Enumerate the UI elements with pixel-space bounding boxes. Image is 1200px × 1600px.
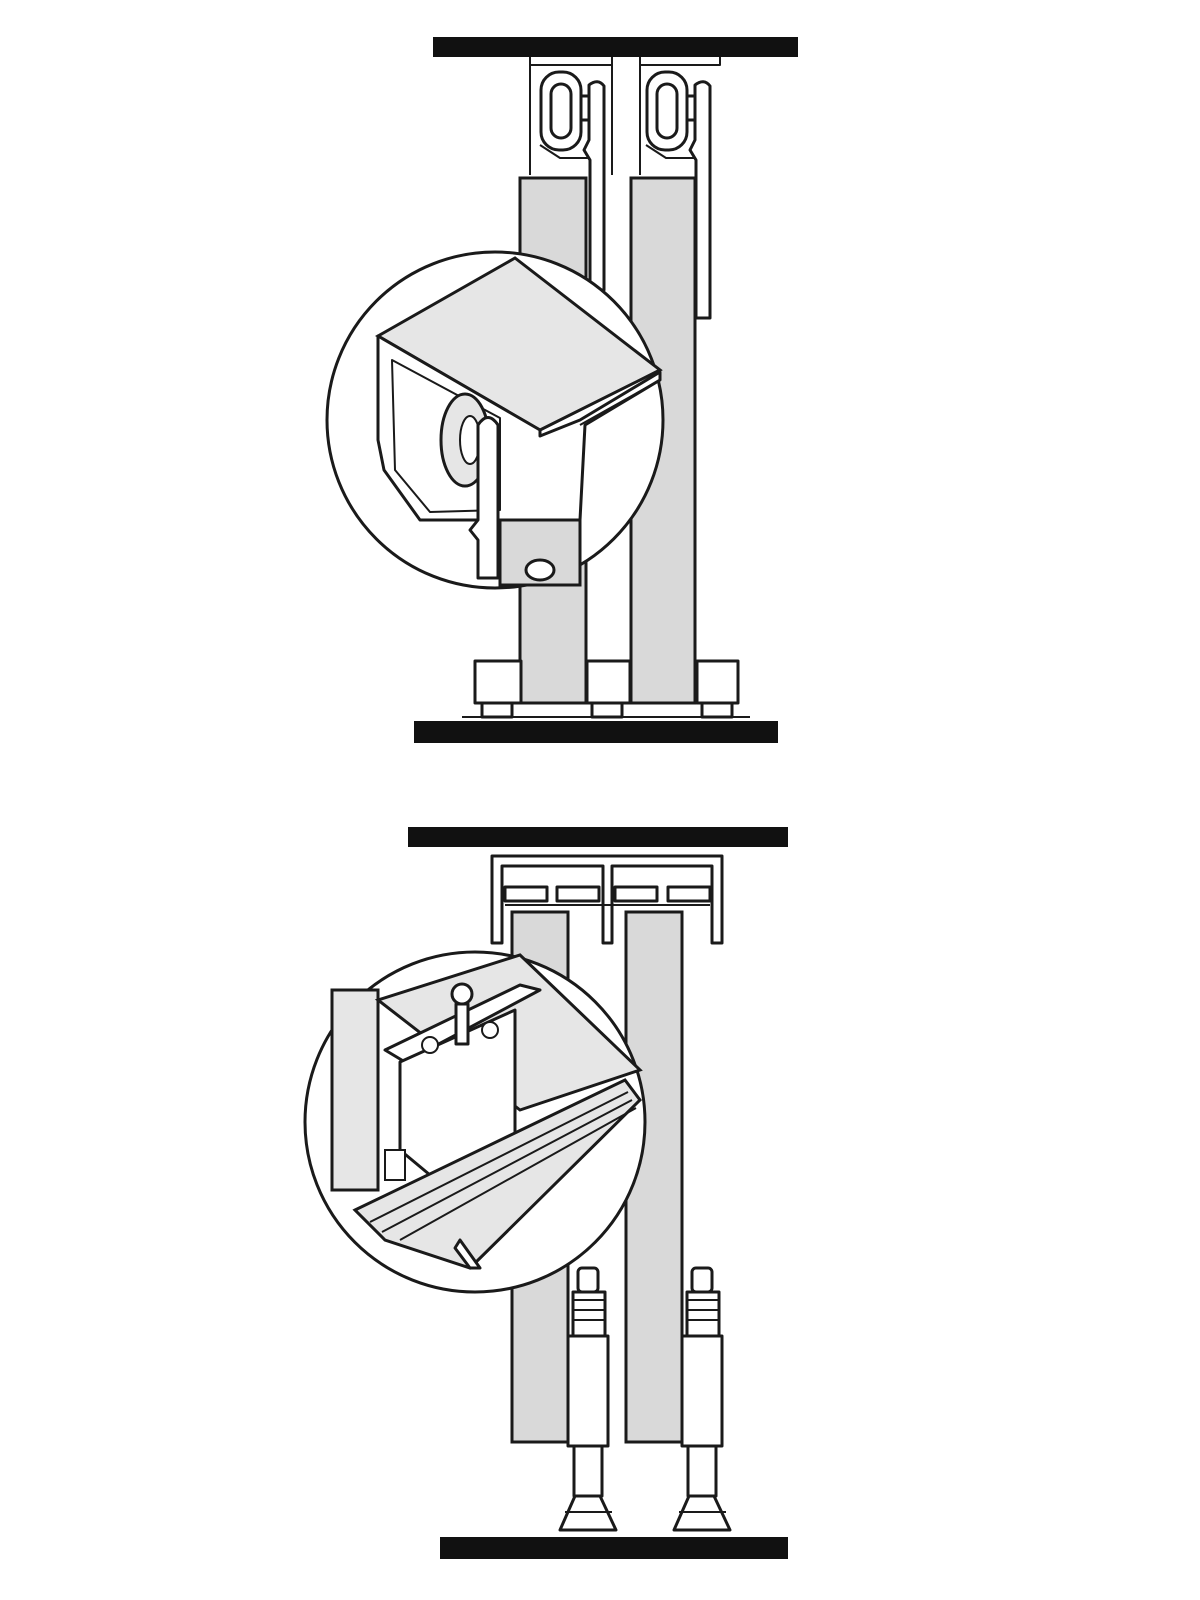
bottom-roller-right <box>672 1266 732 1532</box>
floor-bar-top <box>414 721 778 743</box>
detail-magnifier-top <box>325 250 665 590</box>
bottom-track-rail-detail <box>352 1078 642 1270</box>
top-track-profile <box>529 57 721 175</box>
left-roller-hanger <box>539 70 606 292</box>
floor-guide-set-top <box>462 659 750 719</box>
bottom-roller-left <box>558 1266 618 1532</box>
bottom-rolling-system-view <box>303 827 788 1559</box>
detail-magnifier-bottom <box>303 950 647 1294</box>
right-roller-hanger <box>645 70 712 320</box>
ceiling-bar-bottom <box>408 827 788 847</box>
ceiling-bar-top <box>433 37 798 57</box>
floor-bar-bottom <box>440 1537 788 1559</box>
top-hung-system-view <box>325 37 798 743</box>
top-guide-channel <box>490 854 724 945</box>
